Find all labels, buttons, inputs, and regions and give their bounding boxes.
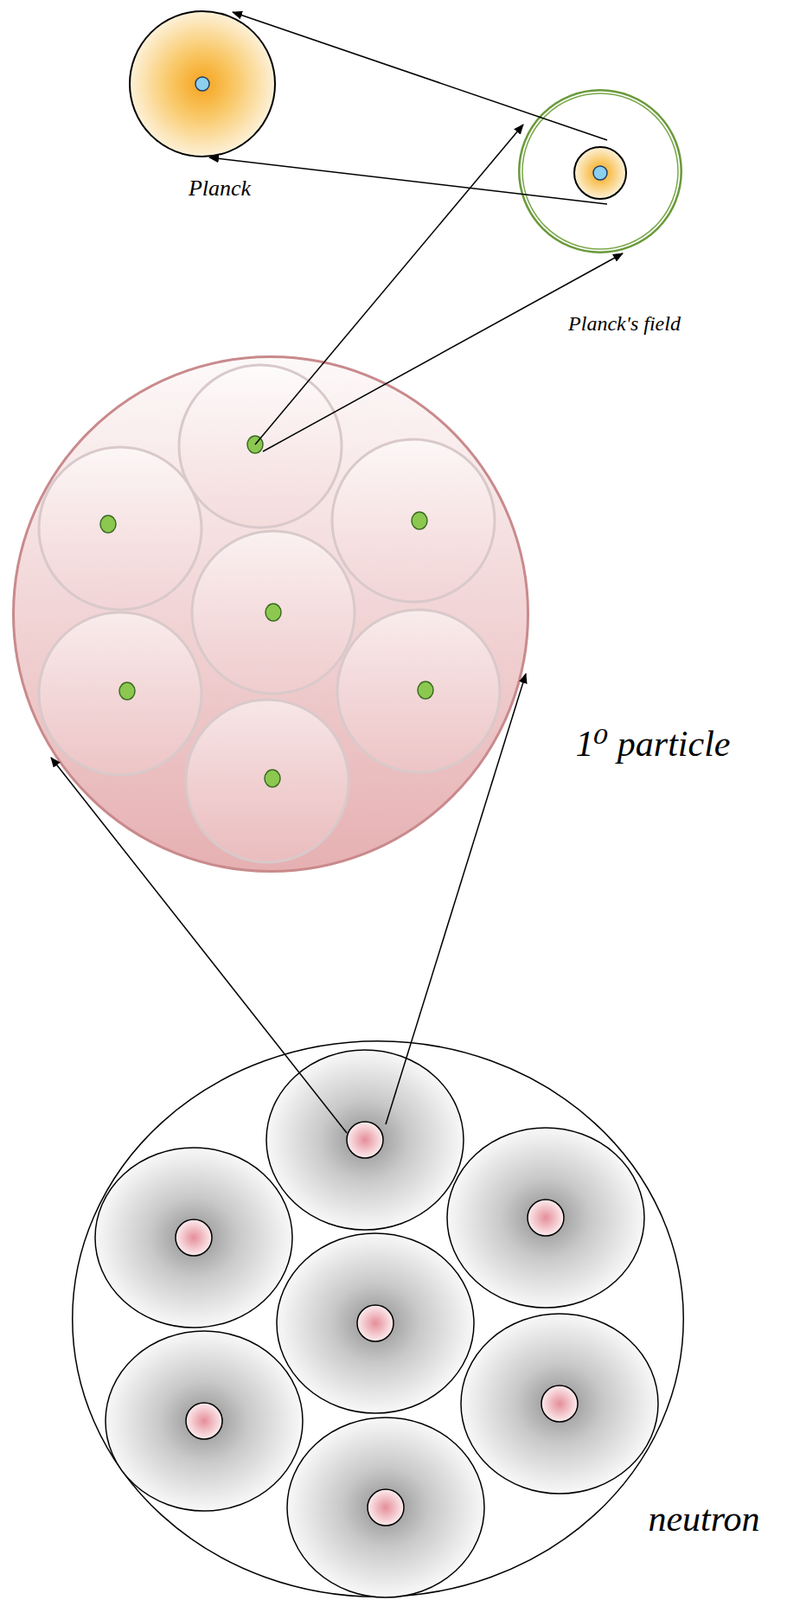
- zoom-arrow: [51, 757, 347, 1133]
- field-ring: [522, 93, 679, 250]
- label-holder: Planck's field: [568, 312, 681, 336]
- zoom-arrow: [232, 12, 608, 141]
- node-label: Planck's field: [568, 312, 681, 335]
- label-holder: neutron: [647, 1497, 760, 1540]
- node-label: 1⁰ particle: [575, 723, 731, 764]
- label-holder: Planck: [188, 175, 251, 202]
- zoom-arrow: [209, 157, 608, 205]
- node-label: neutron: [647, 1498, 760, 1539]
- core-dot: [593, 166, 608, 180]
- node-label: Planck: [188, 175, 251, 201]
- planck-core: [574, 147, 627, 199]
- label-holder: 1⁰ particle: [575, 722, 731, 765]
- core-dot: [195, 76, 210, 91]
